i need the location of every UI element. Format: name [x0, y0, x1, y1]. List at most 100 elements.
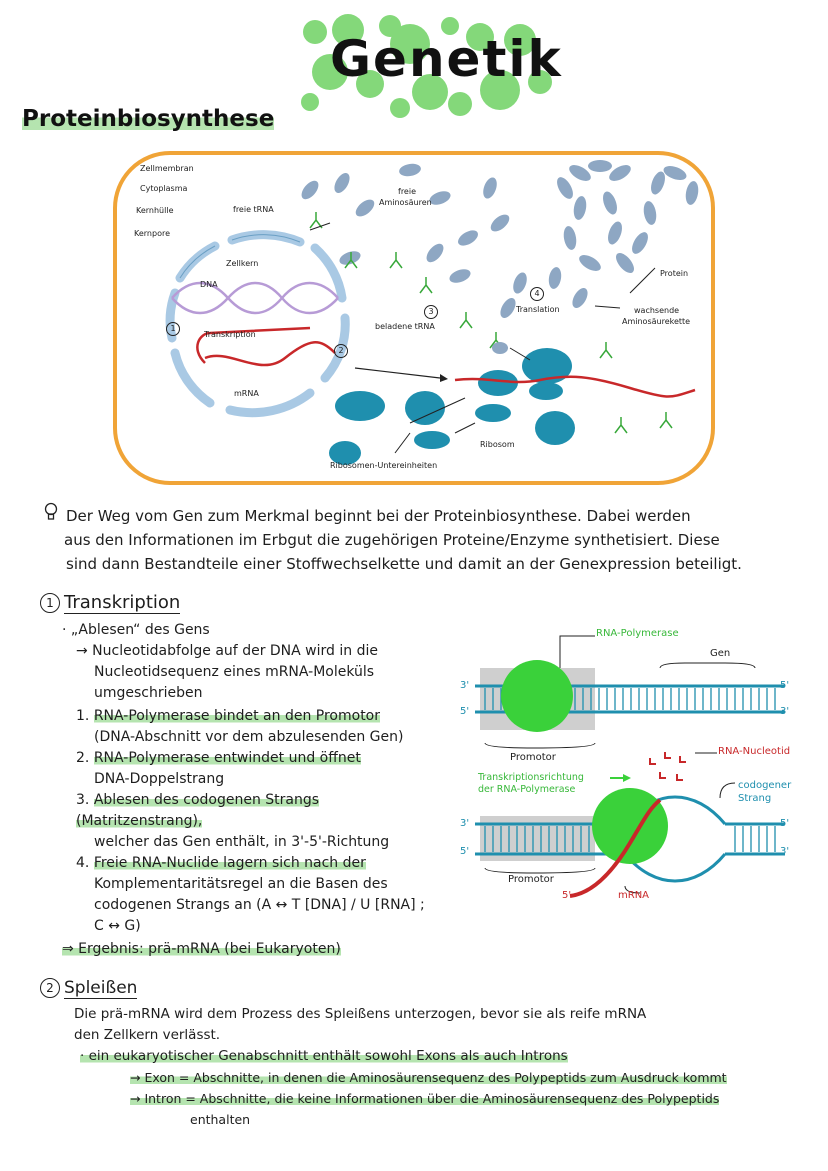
- step-2-line-b: DNA-Doppelstrang: [94, 771, 225, 787]
- cell-membrane: [113, 151, 715, 485]
- step1-number: 1: [166, 322, 180, 336]
- label-protein: Protein: [660, 269, 689, 278]
- label-mrna: mRNA: [618, 890, 650, 901]
- base-pairs-bottom: [484, 826, 776, 852]
- label-aminosaeuren: Aminosäuren: [379, 198, 432, 207]
- step-3-number: 3.: [76, 792, 90, 808]
- label-richtung-2: der RNA-Polymerase: [478, 784, 576, 795]
- label-step4: 4: [530, 287, 548, 301]
- rna-polymerase-bottom: [592, 788, 668, 864]
- transkription-diagram: [475, 635, 785, 898]
- intro-line-3: sind dann Bestandteile einer Stoffwechse…: [66, 555, 742, 573]
- spleissen-title: Spleißen: [64, 978, 138, 999]
- title-bubbles: [290, 12, 560, 122]
- spleissen-bullet: · ein eukaryotischer Genabschnitt enthäl…: [80, 1048, 568, 1064]
- label-codogener-1: codogener: [738, 780, 792, 791]
- label-promotor-top: Promotor: [510, 752, 556, 763]
- transkription-title: Transkription: [64, 592, 181, 614]
- label-rna-polymerase: RNA-Polymerase: [596, 628, 679, 639]
- spleissen-line-1: Die prä-mRNA wird dem Prozess des Spleiß…: [74, 1006, 647, 1022]
- step-3-line-b: welcher das Gen enthält, in 3'-5'-Richtu…: [94, 834, 390, 850]
- bubble-decoration: [301, 14, 552, 118]
- intro-line-2: aus den Informationen im Erbgut die zuge…: [64, 531, 720, 549]
- step-4-line-a: Freie RNA-Nuclide lagern sich nach der: [93, 855, 366, 871]
- label-5-top-left: 5': [460, 706, 470, 717]
- ablesen-bullet: · „Ablesen“ des Gens: [62, 622, 210, 638]
- section-title: Proteinbiosynthese: [22, 106, 275, 132]
- label-5-top-right: 5': [780, 680, 790, 691]
- arrow-line-1: → Nucleotidabfolge auf der DNA wird in d…: [76, 643, 378, 659]
- exon-definition: → Exon = Abschnitte, in denen die Aminos…: [130, 1070, 727, 1085]
- step-1-number: 1.: [76, 708, 90, 724]
- label-zellmembran: Zellmembran: [140, 164, 194, 173]
- step-2-line-a: RNA-Polymerase entwindet und öffnet: [93, 750, 361, 766]
- label-kernhuelle: Kernhülle: [136, 206, 174, 215]
- rna-polymerase-top: [501, 660, 573, 732]
- step2-number: 2: [334, 344, 348, 358]
- transkription-list: · „Ablesen“ des Gens → Nucleotidabfolge …: [62, 620, 442, 960]
- lightbulb-icon: [44, 502, 58, 522]
- step-2-number: 2.: [76, 750, 90, 766]
- label-3-bottom-right: 3': [780, 846, 790, 857]
- protein-chain: [557, 160, 699, 273]
- label-step3: 3: [424, 305, 442, 319]
- label-codogener-2: Strang: [738, 793, 772, 804]
- label-richtung-1: Transkriptionsrichtung: [478, 772, 584, 783]
- label-promotor-bottom: Promotor: [508, 874, 554, 885]
- arrow-line-2: Nucleotidsequenz eines mRNA-Moleküls: [94, 664, 375, 680]
- label-5-bottom-right: 5': [780, 818, 790, 829]
- label-ribosomen-untereinheiten: Ribosomen-Untereinheiten: [330, 461, 438, 470]
- step-4-line-d: C ↔ G): [94, 918, 141, 934]
- label-kernpore: Kernpore: [134, 229, 170, 238]
- intro-line-1: Der Weg vom Gen zum Merkmal beginnt bei …: [66, 507, 691, 525]
- label-gen: Gen: [710, 648, 731, 659]
- page-title: Genetik: [330, 30, 563, 88]
- label-ribosom: Ribosom: [480, 440, 515, 449]
- lightbulb-svg: [44, 502, 58, 520]
- label-3-top-left: 3': [460, 680, 470, 691]
- dna-helix: [171, 281, 339, 315]
- step3-number: 3: [424, 305, 438, 319]
- label-cytoplasma: Cytoplasma: [140, 184, 188, 193]
- label-zellkern: Zellkern: [226, 259, 259, 268]
- step-1-line-b: (DNA-Abschnitt vor dem abzulesenden Gen): [94, 729, 404, 745]
- label-step2: 2: [334, 344, 352, 358]
- base-pairs-top: [484, 688, 776, 710]
- label-rna-nucleotid: RNA-Nucleotid: [718, 746, 791, 757]
- transkription-result: ⇒ Ergebnis: prä-mRNA (bei Eukaryoten): [62, 941, 341, 957]
- step4-number: 4: [530, 287, 544, 301]
- ribosomes: [329, 342, 575, 465]
- intro-text: Der Weg vom Gen zum Merkmal beginnt bei …: [64, 504, 806, 576]
- label-3-bottom-left: 3': [460, 818, 470, 829]
- spleissen-number: 2: [40, 978, 60, 998]
- mrna-strand: [569, 798, 662, 898]
- label-wachsende: wachsende: [634, 306, 680, 315]
- label-beladene-trna: beladene tRNA: [375, 322, 435, 331]
- label-translation: Translation: [516, 305, 560, 314]
- intron-definition: → Intron = Abschnitte, die keine Informa…: [130, 1091, 720, 1106]
- label-mrna: mRNA: [234, 389, 259, 398]
- step-3-line-a: Ablesen des codogenen Strangs (Matritzen…: [76, 792, 320, 829]
- section-title-text: Proteinbiosynthese: [22, 106, 275, 132]
- label-5-mrna: 5': [562, 890, 572, 901]
- label-freie-trna: freie tRNA: [233, 205, 274, 214]
- amino-acids: [301, 163, 588, 318]
- mrna-strand-1: [196, 326, 311, 364]
- label-transkription: Transkription: [204, 330, 256, 339]
- step-4-line-b: Komplementaritätsregel an die Basen des: [94, 876, 388, 892]
- label-5-bottom-left: 5': [460, 846, 470, 857]
- arrow-line-3: umgeschrieben: [94, 685, 203, 701]
- step-1-line-a: RNA-Polymerase bindet an den Promotor: [93, 708, 380, 724]
- label-freie: freie: [398, 187, 416, 196]
- mrna-cytoplasm: [454, 375, 696, 398]
- spleissen-text: Die prä-mRNA wird dem Prozess des Spleiß…: [74, 1004, 814, 1130]
- label-aminosaeurekette: Aminosäurekette: [622, 317, 691, 326]
- intron-definition-2: enthalten: [190, 1112, 251, 1127]
- transkription-number: 1: [40, 593, 60, 613]
- step-4-line-c: codogenen Strangs an (A ↔ T [DNA] / U [R…: [94, 897, 425, 913]
- label-step1: 1: [166, 322, 184, 336]
- label-dna: DNA: [200, 280, 218, 289]
- label-3-top-right: 3': [780, 706, 790, 717]
